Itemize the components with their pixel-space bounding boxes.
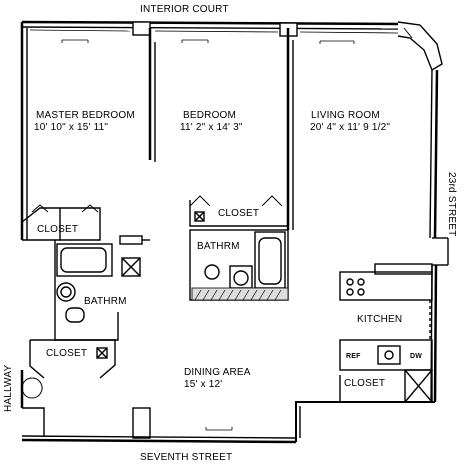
bathrm-lower-label: BATHRM	[84, 296, 127, 307]
master-bedroom-name: MASTER BEDROOM	[36, 110, 135, 121]
dishwasher-label: DW	[410, 353, 423, 360]
refrigerator-label: REF	[346, 353, 361, 360]
top-wall	[21, 20, 401, 26]
entry-door	[21, 377, 43, 399]
kitchen-counter	[339, 271, 433, 301]
living-room-size: 20' 4" x 11' 9 1/2"	[310, 122, 391, 133]
kitchen-closet	[404, 369, 433, 403]
23rd-street-label: 23rd STREET	[446, 172, 457, 237]
bedroom-name: BEDROOM	[183, 110, 237, 121]
seventh-street-label: SEVENTH STREET	[140, 452, 233, 463]
dining-area-size: 15' x 12'	[184, 379, 223, 390]
bottom-wall	[21, 438, 297, 444]
hallway-label: HALLWAY	[3, 364, 14, 412]
bedroom-closet	[189, 200, 288, 227]
right-wall	[433, 69, 439, 239]
dining-area-name: DINING AREA	[184, 367, 251, 378]
closet-bedroom-label: CLOSET	[218, 208, 260, 219]
living-room-name: LIVING ROOM	[311, 110, 380, 121]
window-bay	[132, 21, 151, 36]
closet-kitchen-label: CLOSET	[344, 378, 386, 389]
bathrm-upper-label: BATHRM	[197, 241, 240, 252]
closet-hall-label: CLOSET	[46, 348, 88, 359]
master-bedroom-size: 10' 10" x 15' 11"	[34, 122, 109, 133]
bedroom-size: 11' 2" x 14' 3"	[180, 122, 243, 133]
kitchen-label: KITCHEN	[357, 314, 403, 325]
interior-court-label: INTERIOR COURT	[140, 4, 229, 15]
closet-master-label: CLOSET	[37, 224, 79, 235]
hall-closet	[29, 339, 116, 379]
